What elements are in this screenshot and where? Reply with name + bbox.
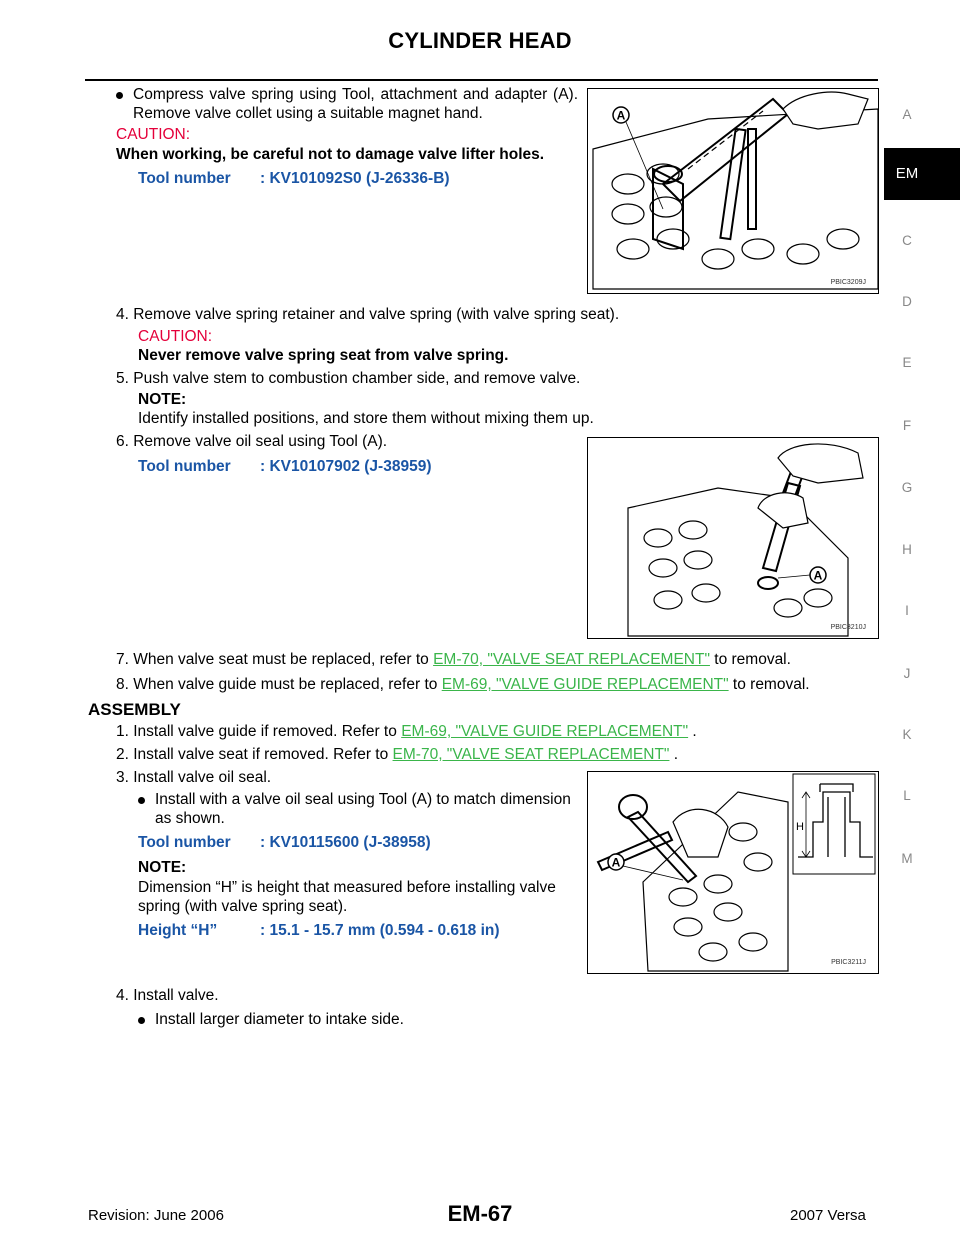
figure-illustration: H A [596,773,876,972]
step5-note-text: Identify installed positions, and store … [138,410,594,427]
step7-text: 7. When valve seat must be replaced, ref… [116,651,429,668]
dimension-h-label: H [796,821,804,833]
assembly-step-3: 3. Install valve oil seal. [116,769,272,786]
sidebar-letter-c[interactable]: C [902,233,912,248]
tool-label: Tool number [138,170,231,187]
assembly-heading: ASSEMBLY [88,700,181,719]
sidebar-active-tab[interactable]: EM [884,148,960,200]
sidebar-letter-m[interactable]: M [901,851,913,866]
figure-valve-oil-seal-install: H A PBIC3211J [587,771,879,974]
bullet-dot [138,1017,145,1024]
step7-text-end: to removal. [714,651,791,668]
figure-valve-spring-compressor: A PBIC3209J [587,88,879,294]
link-valve-guide-replacement[interactable]: EM-69, "VALVE GUIDE REPLACEMENT" [401,723,689,740]
tool-value: : KV10107902 (J-38959) [260,458,432,475]
a3-tool-number: Tool number : KV10115600 (J-38958) [138,834,578,854]
link-valve-seat-replacement[interactable]: EM-70, "VALVE SEAT REPLACEMENT" [433,651,710,668]
sidebar-letter-d[interactable]: D [902,294,912,309]
s1-tool-number: Tool number : KV101092S0 (J-26336-B) [138,170,578,190]
figure-valve-oil-seal-removal: A PBIC3210J [587,437,879,639]
a3-bullet-text: Install with a valve oil seal using Tool… [155,791,571,827]
step6-tool-number: Tool number : KV10107902 (J-38959) [138,458,578,478]
callout-a: A [814,569,823,583]
assembly-step-1: 1. Install valve guide if removed. Refer… [116,722,697,741]
header-rule [85,79,878,81]
s1-caution-label: CAUTION: [116,126,191,143]
step-4: 4. Remove valve spring retainer and valv… [116,306,620,323]
tool-value: : KV101092S0 (J-26336-B) [260,170,450,187]
step8-text: 8. When valve guide must be replaced, re… [116,676,438,693]
height-value: : 15.1 - 15.7 mm (0.594 - 0.618 in) [260,922,500,939]
tool-label: Tool number [138,458,231,475]
a4-bullet-text: Install larger diameter to intake side. [155,1011,404,1028]
a1-text: 1. Install valve guide if removed. Refer… [116,723,397,740]
step-5: 5. Push valve stem to combustion chamber… [116,370,581,387]
step-6: 6. Remove valve oil seal using Tool (A). [116,433,388,450]
a3-note-label: NOTE: [138,859,187,876]
sidebar-letter-h[interactable]: H [902,542,912,557]
footer-page-number: EM-67 [447,1201,513,1226]
a2-text-end: . [673,746,679,763]
s1-caution-text: When working, be careful not to damage v… [116,146,545,163]
sidebar-letter-e[interactable]: E [902,355,912,370]
a3-height-spec: Height “H” : 15.1 - 15.7 mm (0.594 - 0.6… [138,922,578,942]
callout-circle [612,106,630,124]
figure-illustration: A [627,443,864,637]
sidebar-letter-i[interactable]: I [905,603,909,618]
callout-a: A [612,856,621,870]
link-valve-guide-replacement[interactable]: EM-69, "VALVE GUIDE REPLACEMENT" [441,676,729,693]
assembly-step-4: 4. Install valve. [116,987,219,1004]
sidebar-letter-f[interactable]: F [902,418,912,433]
sidebar-active-label: EM [895,165,919,182]
bullet-dot [116,92,123,99]
step4-caution-text: Never remove valve spring seat from valv… [138,347,509,364]
sidebar-letter-j[interactable]: J [903,666,911,681]
figure-illustration: A [592,91,878,290]
sidebar-letter-k[interactable]: K [902,727,912,742]
sidebar-letter-a[interactable]: A [902,107,912,122]
height-label: Height “H” [138,922,218,939]
s1-bullet-text: Compress valve spring using Tool, attach… [133,86,578,122]
figure-code: PBIC3209J [830,279,866,286]
callout-a: A [617,109,626,123]
step4-caution-label: CAUTION: [138,328,213,345]
callout-circle [607,853,625,871]
a3-note-text: Dimension “H” is height that measured be… [138,879,556,915]
sidebar-letter-l[interactable]: L [903,788,911,803]
figure-code: PBIC3211J [831,959,866,966]
step-8: 8. When valve guide must be replaced, re… [116,675,810,694]
bullet-dot [138,797,145,804]
assembly-step-2: 2. Install valve seat if removed. Refer … [116,745,678,764]
a1-text-end: . [692,723,697,740]
footer-revision: Revision: June 2006 [88,1207,224,1224]
tool-value: : KV10115600 (J-38958) [260,834,431,851]
page-title: CYLINDER HEAD [388,28,572,53]
link-valve-seat-replacement[interactable]: EM-70, "VALVE SEAT REPLACEMENT" [392,746,670,763]
step5-note-label: NOTE: [138,391,187,408]
tool-label: Tool number [138,834,231,851]
sidebar-letter-g[interactable]: G [901,480,913,495]
step8-text-end: to removal. [732,676,810,693]
a2-text: 2. Install valve seat if removed. Refer … [116,746,389,763]
step-7: 7. When valve seat must be replaced, ref… [116,650,791,669]
footer-model: 2007 Versa [790,1207,866,1224]
figure-code: PBIC3210J [830,624,866,631]
